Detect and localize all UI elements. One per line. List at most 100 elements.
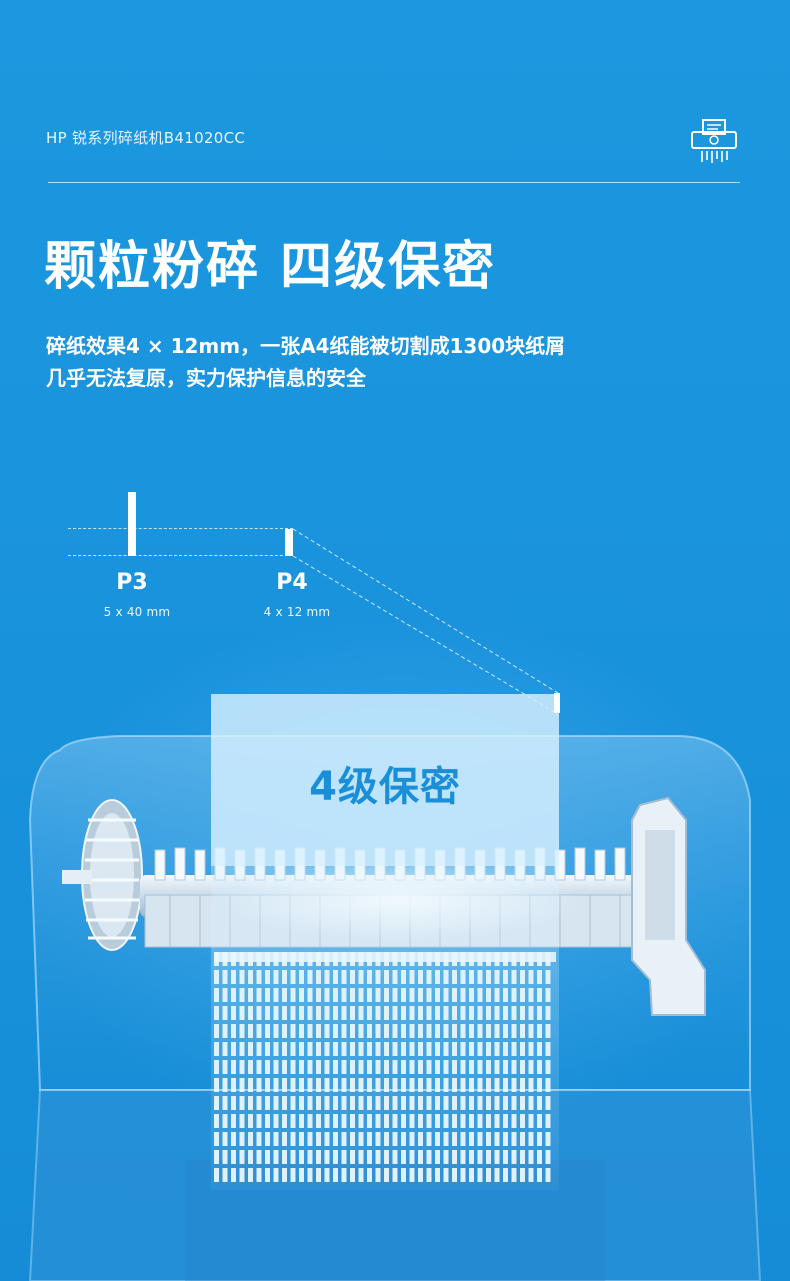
shred-particle bbox=[435, 1168, 440, 1182]
shred-particle bbox=[452, 1024, 457, 1038]
shred-particle bbox=[452, 1042, 457, 1056]
shred-particle bbox=[248, 1114, 253, 1128]
shred-particle bbox=[307, 1060, 313, 1074]
shred-particle bbox=[477, 1024, 483, 1038]
shred-particle bbox=[273, 1114, 279, 1128]
shred-particle bbox=[520, 1078, 525, 1092]
shred-particle bbox=[333, 952, 338, 966]
shred-particle bbox=[290, 1132, 296, 1146]
shred-particle bbox=[222, 1150, 228, 1164]
shred-particle bbox=[545, 988, 551, 1002]
shred-particle bbox=[231, 1024, 236, 1038]
shred-particle bbox=[392, 988, 398, 1002]
shred-particle bbox=[460, 970, 466, 984]
shred-particle bbox=[537, 1114, 542, 1128]
shred-particle bbox=[282, 970, 287, 984]
shred-particle bbox=[520, 1042, 525, 1056]
shred-particle bbox=[435, 1150, 440, 1164]
shred-particle bbox=[503, 1060, 508, 1074]
shred-particle bbox=[469, 970, 474, 984]
shred-particle bbox=[511, 1024, 517, 1038]
shred-particle bbox=[307, 1168, 313, 1182]
shred-particle bbox=[316, 970, 321, 984]
shred-particle bbox=[384, 988, 389, 1002]
shred-particle bbox=[545, 1132, 551, 1146]
shred-particle bbox=[350, 970, 355, 984]
shred-particle bbox=[503, 1150, 508, 1164]
shred-particle bbox=[324, 1060, 330, 1074]
shred-particle bbox=[545, 1060, 551, 1074]
shred-particle bbox=[443, 1024, 449, 1038]
shred-particle bbox=[545, 1078, 551, 1092]
level-size-p3: 5 x 40 mm bbox=[103, 605, 171, 619]
shred-particle bbox=[392, 1006, 398, 1020]
shred-particle bbox=[477, 970, 483, 984]
shred-particle bbox=[358, 1168, 364, 1182]
shred-particle bbox=[537, 1168, 542, 1182]
shred-particle bbox=[409, 952, 415, 966]
shred-particle bbox=[350, 1078, 355, 1092]
shred-particle bbox=[273, 1024, 279, 1038]
shred-particle bbox=[477, 1150, 483, 1164]
shred-particle bbox=[316, 1024, 321, 1038]
shred-particle bbox=[256, 1168, 262, 1182]
shred-particle bbox=[256, 970, 262, 984]
shred-particle bbox=[341, 1132, 347, 1146]
shred-particle bbox=[469, 1042, 474, 1056]
shred-particle bbox=[477, 1006, 483, 1020]
shred-particle bbox=[239, 1042, 245, 1056]
shred-particle bbox=[418, 1096, 423, 1110]
shred-particle bbox=[231, 1150, 236, 1164]
shred-particle bbox=[358, 1150, 364, 1164]
shred-particle bbox=[520, 988, 525, 1002]
shred-particle bbox=[392, 952, 398, 966]
shred-particle bbox=[528, 1024, 534, 1038]
shred-particle bbox=[460, 1168, 466, 1182]
shred-particle bbox=[435, 1114, 440, 1128]
shred-particle bbox=[239, 988, 245, 1002]
shred-particle bbox=[222, 1060, 228, 1074]
shred-particle bbox=[503, 1006, 508, 1020]
shred-particle bbox=[231, 1006, 236, 1020]
shred-particle bbox=[537, 1132, 542, 1146]
shred-particle bbox=[460, 1024, 466, 1038]
shred-particle bbox=[222, 1078, 228, 1092]
shred-particle bbox=[222, 1114, 228, 1128]
shred-particle bbox=[265, 1060, 270, 1074]
shred-particle bbox=[435, 952, 440, 966]
shred-particle bbox=[528, 1150, 534, 1164]
shred-particle bbox=[290, 1078, 296, 1092]
shred-particle bbox=[214, 1132, 219, 1146]
shred-particle bbox=[520, 1024, 525, 1038]
shred-particle bbox=[537, 1024, 542, 1038]
shred-particle bbox=[520, 952, 525, 966]
shred-particle bbox=[248, 1024, 253, 1038]
header-divider bbox=[48, 182, 740, 183]
shred-particle bbox=[375, 1006, 381, 1020]
shred-particle bbox=[443, 1096, 449, 1110]
shred-particle bbox=[486, 1150, 491, 1164]
shred-particle bbox=[443, 1006, 449, 1020]
shred-particle bbox=[307, 988, 313, 1002]
shred-particle bbox=[528, 1168, 534, 1182]
shred-particle bbox=[545, 1042, 551, 1056]
shred-particle bbox=[273, 1060, 279, 1074]
shred-particle bbox=[290, 952, 296, 966]
shred-particle bbox=[418, 1006, 423, 1020]
shred-particle bbox=[290, 1168, 296, 1182]
shred-particle bbox=[384, 1024, 389, 1038]
level-size-p4: 4 x 12 mm bbox=[263, 605, 331, 619]
shred-particle bbox=[282, 1006, 287, 1020]
shred-particle bbox=[477, 1042, 483, 1056]
shred-particle bbox=[452, 1168, 457, 1182]
shred-particle bbox=[333, 1060, 338, 1074]
shred-particle bbox=[545, 970, 551, 984]
shred-particle bbox=[256, 1132, 262, 1146]
shred-particle bbox=[307, 970, 313, 984]
shred-particle bbox=[282, 1024, 287, 1038]
shred-particle bbox=[477, 1132, 483, 1146]
shred-particle bbox=[358, 952, 364, 966]
shred-particle bbox=[341, 1096, 347, 1110]
shred-particle bbox=[324, 1096, 330, 1110]
shred-particle bbox=[324, 1006, 330, 1020]
